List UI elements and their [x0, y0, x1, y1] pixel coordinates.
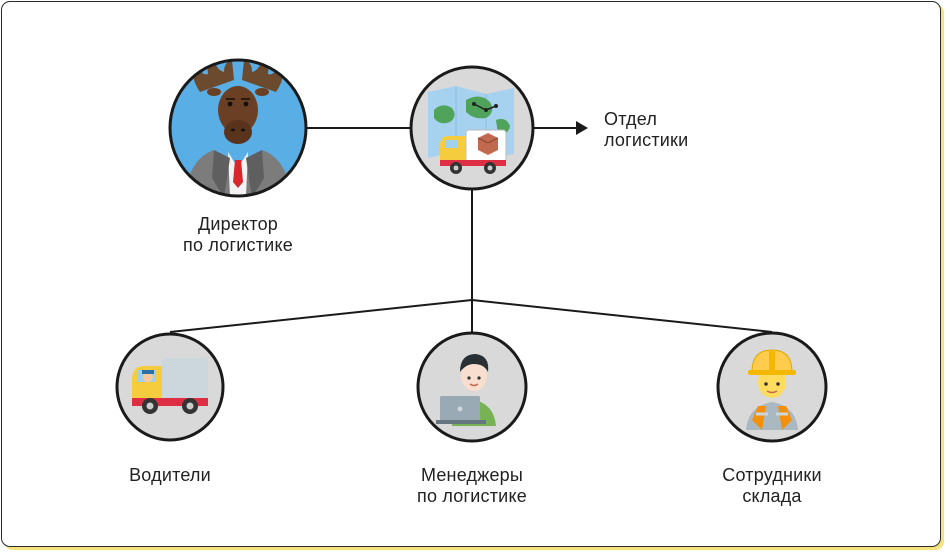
- managers-node: [416, 331, 528, 443]
- branch-to-warehouse: [471, 299, 773, 333]
- connectors: [169, 127, 773, 333]
- department-node: [409, 65, 535, 191]
- construction-worker-icon: [746, 349, 798, 430]
- laptop-worker-icon: [436, 354, 496, 426]
- drivers-node: [115, 332, 225, 442]
- branch-to-drivers: [169, 299, 473, 333]
- department-label: Отдел логистики: [604, 109, 689, 150]
- director-node: [168, 58, 308, 198]
- director-label: Директор по логистике: [183, 214, 293, 255]
- drivers-label: Водители: [129, 465, 211, 485]
- moose-in-suit-icon: [184, 60, 292, 196]
- arrow-head-icon: [576, 121, 588, 135]
- warehouse-node: [716, 331, 828, 443]
- delivery-truck-map-icon: [428, 86, 514, 174]
- truck-driver-icon: [132, 358, 208, 414]
- managers-label: Менеджеры по логистике: [417, 465, 527, 506]
- warehouse-label: Сотрудники склада: [722, 465, 822, 506]
